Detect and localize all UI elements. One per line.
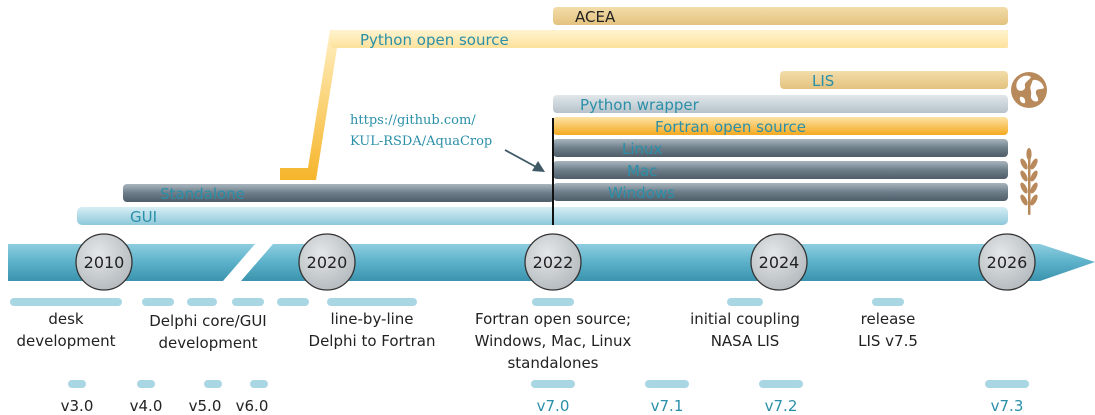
annotation-arrowhead bbox=[532, 161, 545, 172]
gui-band bbox=[77, 207, 1008, 225]
version-v6: v6.0 bbox=[236, 397, 269, 415]
github-link-line1[interactable]: https://github.com/ bbox=[350, 113, 476, 128]
year-label-2026: 2026 bbox=[987, 253, 1028, 272]
version-dash-v70 bbox=[531, 380, 575, 388]
python-wrapper-label: Python wrapper bbox=[580, 96, 700, 114]
annotation-arrow-line bbox=[504, 149, 539, 169]
version-v70: v7.0 bbox=[537, 397, 570, 415]
version-dash-v73 bbox=[985, 380, 1029, 388]
acea-label: ACEA bbox=[575, 8, 616, 26]
milestone-desk-line1: desk bbox=[48, 310, 84, 328]
fortran-open-source-bar: Fortran open source bbox=[553, 117, 1008, 136]
dash-desk bbox=[10, 298, 122, 306]
year-marker-2020 bbox=[298, 233, 356, 291]
year-marker-2024 bbox=[750, 233, 808, 291]
acea-band bbox=[553, 7, 1008, 25]
mac-label: Mac bbox=[627, 162, 657, 180]
wheat-icon bbox=[1020, 148, 1038, 215]
fortran-open-source-band bbox=[553, 117, 1008, 135]
version-v4: v4.0 bbox=[130, 397, 163, 415]
dash-delphi-2 bbox=[187, 298, 217, 306]
acea-bar: ACEA bbox=[553, 7, 1008, 26]
version-dashes bbox=[68, 380, 1029, 388]
version-v71: v7.1 bbox=[651, 397, 684, 415]
milestone-coupling-line1: initial coupling bbox=[690, 310, 800, 328]
github-link-line2[interactable]: KUL-RSDA/AquaCrop bbox=[350, 134, 492, 149]
year-marker-2022 bbox=[524, 233, 582, 291]
year-label-2010: 2010 bbox=[84, 253, 125, 272]
dash-fortran bbox=[532, 298, 574, 306]
milestone-texts: desk development Delphi core/GUI develop… bbox=[17, 310, 918, 372]
gui-label: GUI bbox=[130, 208, 157, 226]
version-dash-v72 bbox=[759, 380, 803, 388]
milestone-fortran-line1: Fortran open source; bbox=[475, 310, 631, 328]
dash-delphi-1 bbox=[142, 298, 174, 306]
standalone-band bbox=[123, 184, 554, 202]
python-open-source-band bbox=[330, 30, 1008, 48]
version-dash-v71 bbox=[645, 380, 689, 388]
milestone-fortran-line2: Windows, Mac, Linux bbox=[475, 332, 632, 350]
version-dash-v6 bbox=[250, 380, 268, 388]
dash-coupling bbox=[727, 298, 763, 306]
year-label-2022: 2022 bbox=[533, 253, 574, 272]
version-v73: v7.3 bbox=[991, 397, 1024, 415]
version-dash-v5 bbox=[204, 380, 222, 388]
fortran-open-source-label: Fortran open source bbox=[655, 118, 806, 136]
milestone-delphi-line2: development bbox=[159, 334, 258, 352]
timeline-segment-right bbox=[241, 244, 1095, 281]
standalone-label: Standalone bbox=[160, 185, 245, 203]
version-v5: v5.0 bbox=[189, 397, 222, 415]
milestone-coupling-line2: NASA LIS bbox=[711, 332, 780, 350]
version-v72: v7.2 bbox=[765, 397, 798, 415]
lis-band bbox=[780, 71, 1008, 89]
windows-band bbox=[553, 183, 1008, 201]
globe-icon bbox=[1011, 72, 1047, 108]
linux-label: Linux bbox=[622, 140, 663, 158]
milestone-dashes bbox=[10, 298, 904, 306]
year-marker-2026 bbox=[978, 233, 1036, 291]
gui-bar: GUI bbox=[77, 207, 1008, 226]
lis-label: LIS bbox=[812, 72, 834, 90]
dash-line-by-line-1 bbox=[277, 298, 309, 306]
year-label-2024: 2024 bbox=[759, 253, 800, 272]
milestone-release-line1: release bbox=[861, 310, 916, 328]
milestone-release-line2: LIS v7.5 bbox=[858, 332, 918, 350]
python-open-source-label: Python open source bbox=[360, 31, 509, 49]
year-label-2020: 2020 bbox=[307, 253, 348, 272]
milestone-line-by-line-line1: line-by-line bbox=[330, 310, 413, 328]
windows-label: Windows bbox=[608, 184, 675, 202]
github-annotation: https://github.com/ KUL-RSDA/AquaCrop bbox=[350, 113, 545, 172]
milestone-delphi-line1: Delphi core/GUI bbox=[149, 312, 266, 330]
platform-bars: Linux Mac Windows bbox=[553, 139, 1008, 202]
standalone-bar: Standalone bbox=[123, 184, 554, 203]
python-open-source-bar: Python open source bbox=[280, 30, 1008, 180]
lis-bar: LIS bbox=[780, 71, 1008, 90]
python-wrapper-bar: Python wrapper bbox=[553, 95, 1008, 114]
version-labels: v3.0 v4.0 v5.0 v6.0 v7.0 v7.1 v7.2 v7.3 bbox=[61, 397, 1024, 415]
version-dash-v4 bbox=[137, 380, 155, 388]
year-marker-2010 bbox=[75, 233, 133, 291]
dash-line-by-line-2 bbox=[327, 298, 417, 306]
mac-band bbox=[553, 161, 1008, 179]
year-markers: 2010 2020 2022 2024 2026 bbox=[75, 233, 1036, 291]
version-dash-v3 bbox=[68, 380, 86, 388]
dash-release bbox=[872, 298, 904, 306]
milestone-desk-line2: development bbox=[17, 332, 116, 350]
milestone-fortran-line3: standalones bbox=[507, 354, 598, 372]
version-v3: v3.0 bbox=[61, 397, 94, 415]
dash-delphi-3 bbox=[232, 298, 264, 306]
milestone-line-by-line-line2: Delphi to Fortran bbox=[309, 332, 436, 350]
linux-band bbox=[553, 139, 1008, 157]
python-wrapper-band bbox=[553, 95, 1008, 113]
